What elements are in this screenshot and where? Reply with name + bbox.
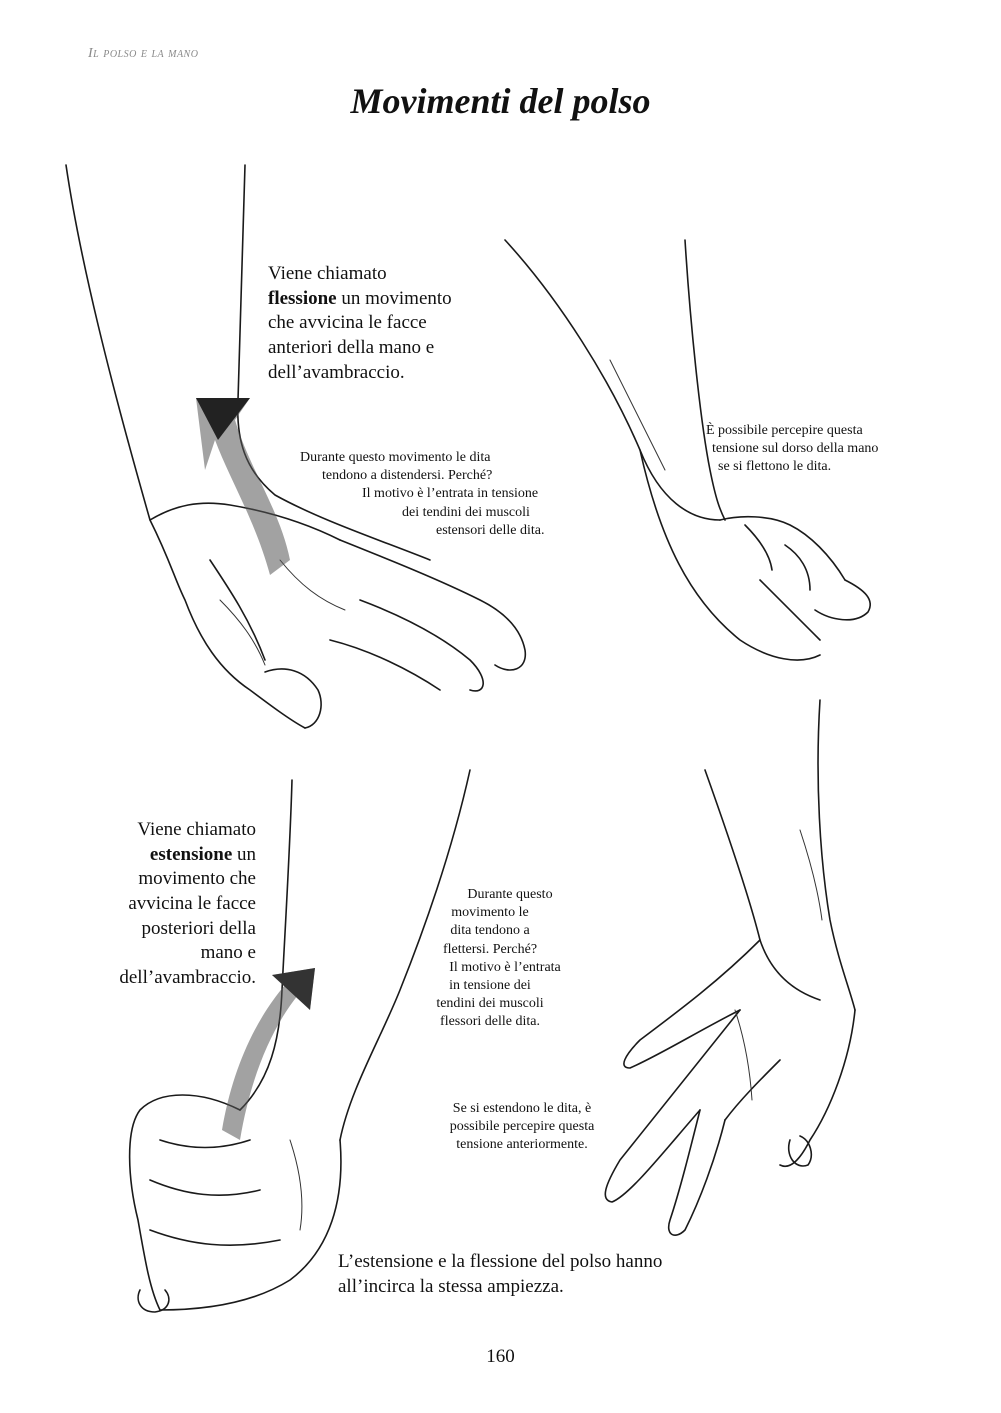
extension-note-line: dita tendono a <box>450 923 530 939</box>
extension-note-line: movimento le <box>451 905 529 921</box>
conclusion: L’estensione e la flessione del polso ha… <box>338 1250 662 1299</box>
conclusion-line: all’incirca la stessa ampiezza. <box>338 1275 564 1297</box>
flexion-fist-illustration <box>504 239 871 661</box>
flexion-note-line: tendono a distendersi. Perché? <box>322 468 493 484</box>
flexion-note-line: Il motivo è l’entrata in tensione <box>362 486 539 502</box>
flexion-side-note: È possibile percepire questa tensione su… <box>706 422 926 477</box>
extension-hand-illustration <box>604 699 856 1236</box>
extension-def-line: movimento che <box>138 868 256 890</box>
extension-fist-illustration <box>128 769 471 1313</box>
flexion-def-line: Viene chiamato <box>268 263 387 284</box>
extension-side-note: Se si estendono le dita, è possibile per… <box>422 1100 622 1155</box>
extension-note-line: Il motivo è l’entrata <box>449 959 561 975</box>
flexion-note-line: dei tendini dei muscoli <box>402 504 530 520</box>
extension-def-line: un <box>232 843 256 865</box>
extension-def-line: mano e <box>200 942 256 964</box>
flexion-def-line: anteriori della mano e <box>268 337 435 359</box>
extension-def-line: avvicina le facce <box>128 893 256 915</box>
extension-term: estensione <box>149 843 233 865</box>
flexion-side-note-line: tensione sul dorso della mano <box>712 441 879 457</box>
extension-def-line: posteriori della <box>141 917 257 939</box>
extension-side-note-line: possibile percepire questa <box>449 1119 595 1135</box>
flexion-note-line: Durante questo movimento le dita <box>300 450 491 465</box>
flexion-def-line: un movimento <box>336 287 452 309</box>
flexion-side-note-line: È possibile percepire questa <box>706 423 863 438</box>
extension-note: Durante questo movimento le dita tendono… <box>400 886 580 1032</box>
flexion-def-line: che avvicina le facce <box>268 312 427 334</box>
flexion-side-note-line: se si flettono le dita. <box>718 459 832 475</box>
extension-note-line: flessori delle dita. <box>440 1014 540 1030</box>
flexion-definition: Viene chiamato flessione un movimento ch… <box>268 262 452 385</box>
extension-note-line: in tensione dei <box>449 977 531 993</box>
page-title: Movimenti del polso <box>350 81 651 121</box>
running-head: Il polso e la mano <box>88 46 199 61</box>
extension-side-note-line: Se si estendono le dita, è <box>452 1101 592 1116</box>
extension-side-note-line: tensione anteriormente. <box>456 1137 588 1153</box>
flexion-note: Durante questo movimento le dita tendono… <box>300 449 560 540</box>
flexion-note-line: estensori delle dita. <box>436 522 545 538</box>
extension-def-line: dell’avambraccio. <box>119 967 256 989</box>
flexion-def-line: dell’avambraccio. <box>268 361 405 383</box>
flexion-hand-illustration <box>65 164 526 729</box>
page-number: 160 <box>486 1346 515 1367</box>
extension-note-line: tendini dei muscoli <box>436 996 544 1012</box>
conclusion-line: L’estensione e la flessione del polso ha… <box>338 1251 663 1272</box>
extension-note-line: flettersi. Perché? <box>442 941 538 957</box>
extension-def-line: Viene chiamato <box>137 819 256 840</box>
extension-note-line: Durante questo <box>467 887 553 902</box>
flexion-term: flessione <box>268 287 337 309</box>
extension-definition: Viene chiamato estensione un movimento c… <box>80 818 256 991</box>
